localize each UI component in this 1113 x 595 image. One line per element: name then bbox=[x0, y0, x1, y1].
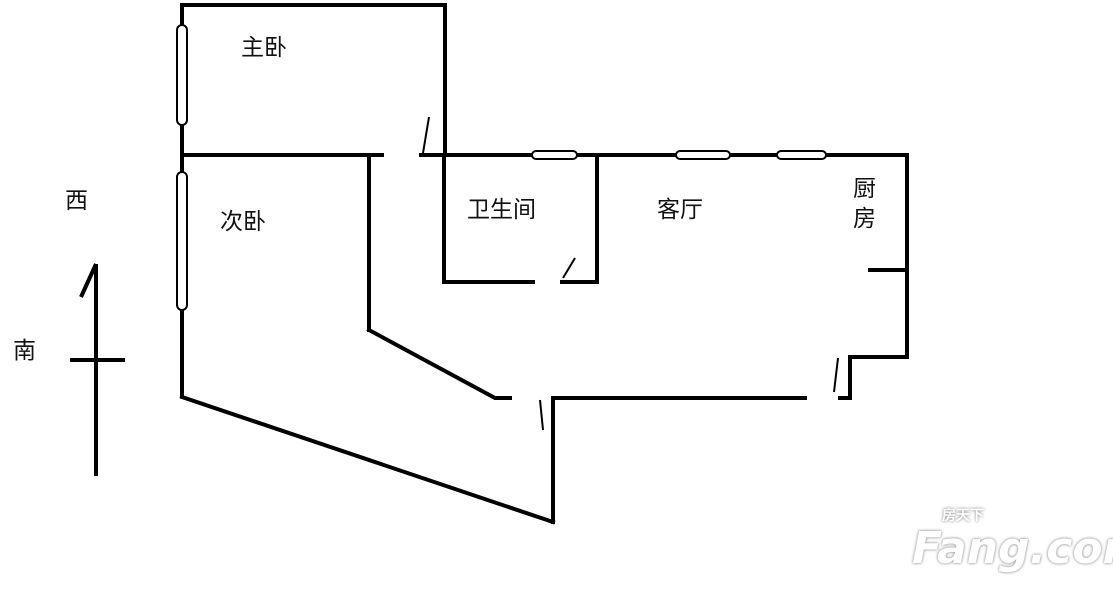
room-label-master-bedroom: 主卧 bbox=[241, 35, 287, 61]
watermark-logo: 房天下 Fang.com bbox=[912, 508, 1113, 574]
window bbox=[176, 24, 188, 126]
compass-arrowhead bbox=[79, 263, 98, 298]
compass-west-label: 西 bbox=[65, 188, 88, 214]
room-label-second-bedroom: 次卧 bbox=[220, 209, 266, 235]
room-label-kitchen-2: 房 bbox=[853, 206, 876, 232]
window bbox=[176, 171, 188, 311]
window bbox=[776, 150, 827, 160]
window bbox=[531, 150, 578, 160]
wall bbox=[366, 327, 512, 400]
wall bbox=[179, 394, 556, 525]
room-label-bathroom: 卫生间 bbox=[467, 197, 536, 223]
room-label-living-room: 客厅 bbox=[657, 197, 703, 223]
door bbox=[539, 399, 544, 431]
watermark-brand: Fang.com bbox=[912, 523, 1113, 574]
compass bbox=[70, 263, 125, 476]
compass-south-label: 南 bbox=[13, 338, 36, 364]
room-label-kitchen-1: 厨 bbox=[853, 176, 876, 202]
door bbox=[422, 116, 430, 154]
door bbox=[833, 357, 839, 393]
window bbox=[675, 150, 731, 160]
door bbox=[562, 257, 576, 279]
watermark-cn: 房天下 bbox=[942, 508, 984, 524]
